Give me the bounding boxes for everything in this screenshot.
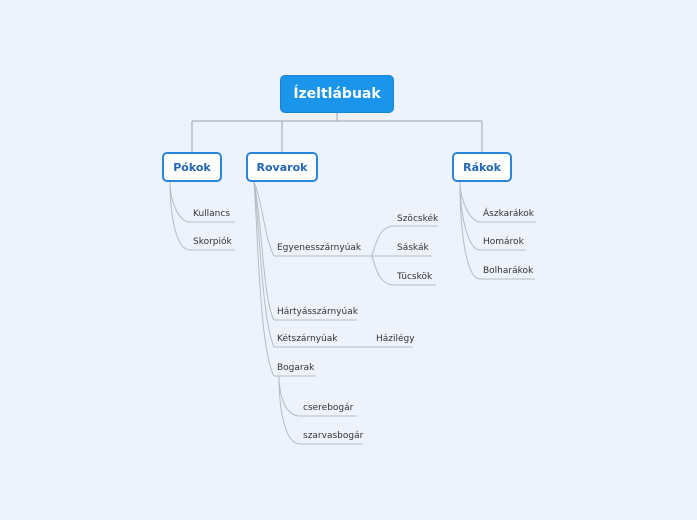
topic-cserebogar[interactable]: cserebogár	[303, 403, 354, 413]
topic-egyenesszarnyuak[interactable]: Egyenesszárnyúak	[277, 243, 362, 253]
branch-node-rovarok[interactable]: Rovarok	[246, 152, 318, 182]
topic-ketszarnyuak[interactable]: Kétszárnyúak	[277, 334, 338, 344]
topic-bolharakok[interactable]: Bolharákok	[483, 266, 534, 276]
topic-szocskek[interactable]: Szöcskék	[397, 214, 439, 224]
topic-saskak[interactable]: Sáskák	[397, 243, 429, 253]
topic-aszkarakok[interactable]: Ászkarákok	[483, 209, 534, 219]
branch-node-pokok[interactable]: Pókok	[162, 152, 222, 182]
topic-homarok[interactable]: Homárok	[483, 237, 524, 247]
topic-tucskok[interactable]: Tücskök	[397, 272, 433, 282]
topic-skorpiok[interactable]: Skorpiók	[193, 237, 232, 247]
root-node[interactable]: Ízeltlábuak	[280, 75, 394, 113]
topic-szarvasbogar[interactable]: szarvasbogár	[303, 431, 364, 441]
topic-hazilegy[interactable]: Házilégy	[376, 334, 415, 344]
topic-kullancs[interactable]: Kullancs	[193, 209, 231, 219]
topic-hartyasszarnyuak[interactable]: Hártyásszárnyúak	[277, 307, 358, 317]
topic-bogarak[interactable]: Bogarak	[277, 363, 315, 373]
branch-node-rakok[interactable]: Rákok	[452, 152, 512, 182]
